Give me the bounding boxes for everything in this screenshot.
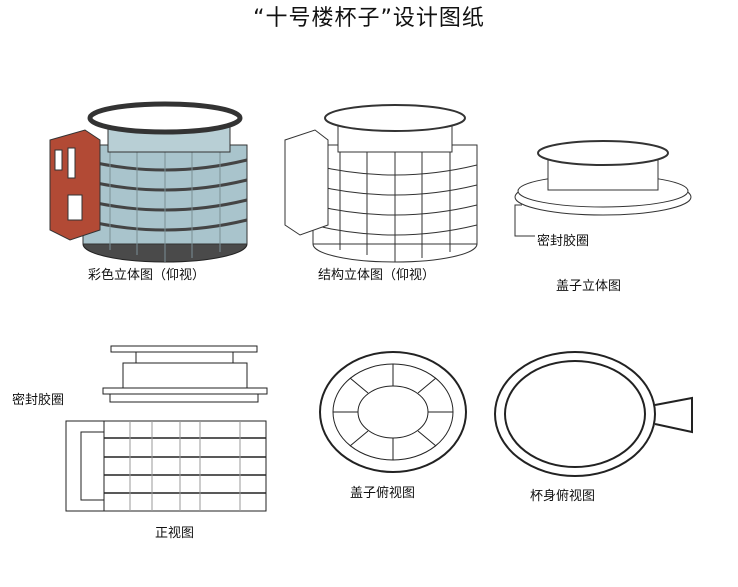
color-3d-drawing — [49, 101, 248, 263]
cup-top-view-label: 杯身俯视图 — [530, 489, 596, 504]
front-view-drawing — [65, 345, 268, 512]
lid-3d-drawing — [514, 140, 692, 237]
front-view-label: 正视图 — [155, 526, 195, 541]
seal-ring-front-label: 密封胶圈 — [12, 393, 65, 408]
lid-top-view-label: 盖子俯视图 — [350, 486, 416, 501]
seal-ring-callout-label: 密封胶圈 — [537, 234, 590, 249]
structure-3d-label: 结构立体图（仰视） — [318, 268, 436, 283]
color-3d-label: 彩色立体图（仰视） — [88, 268, 206, 283]
structure-3d-drawing — [284, 104, 478, 263]
page-title: “十号楼杯子”设计图纸 — [253, 6, 485, 31]
lid-3d-label: 盖子立体图 — [556, 279, 622, 294]
cup-top-view-drawing — [494, 351, 693, 477]
lid-top-view-drawing — [319, 351, 467, 473]
